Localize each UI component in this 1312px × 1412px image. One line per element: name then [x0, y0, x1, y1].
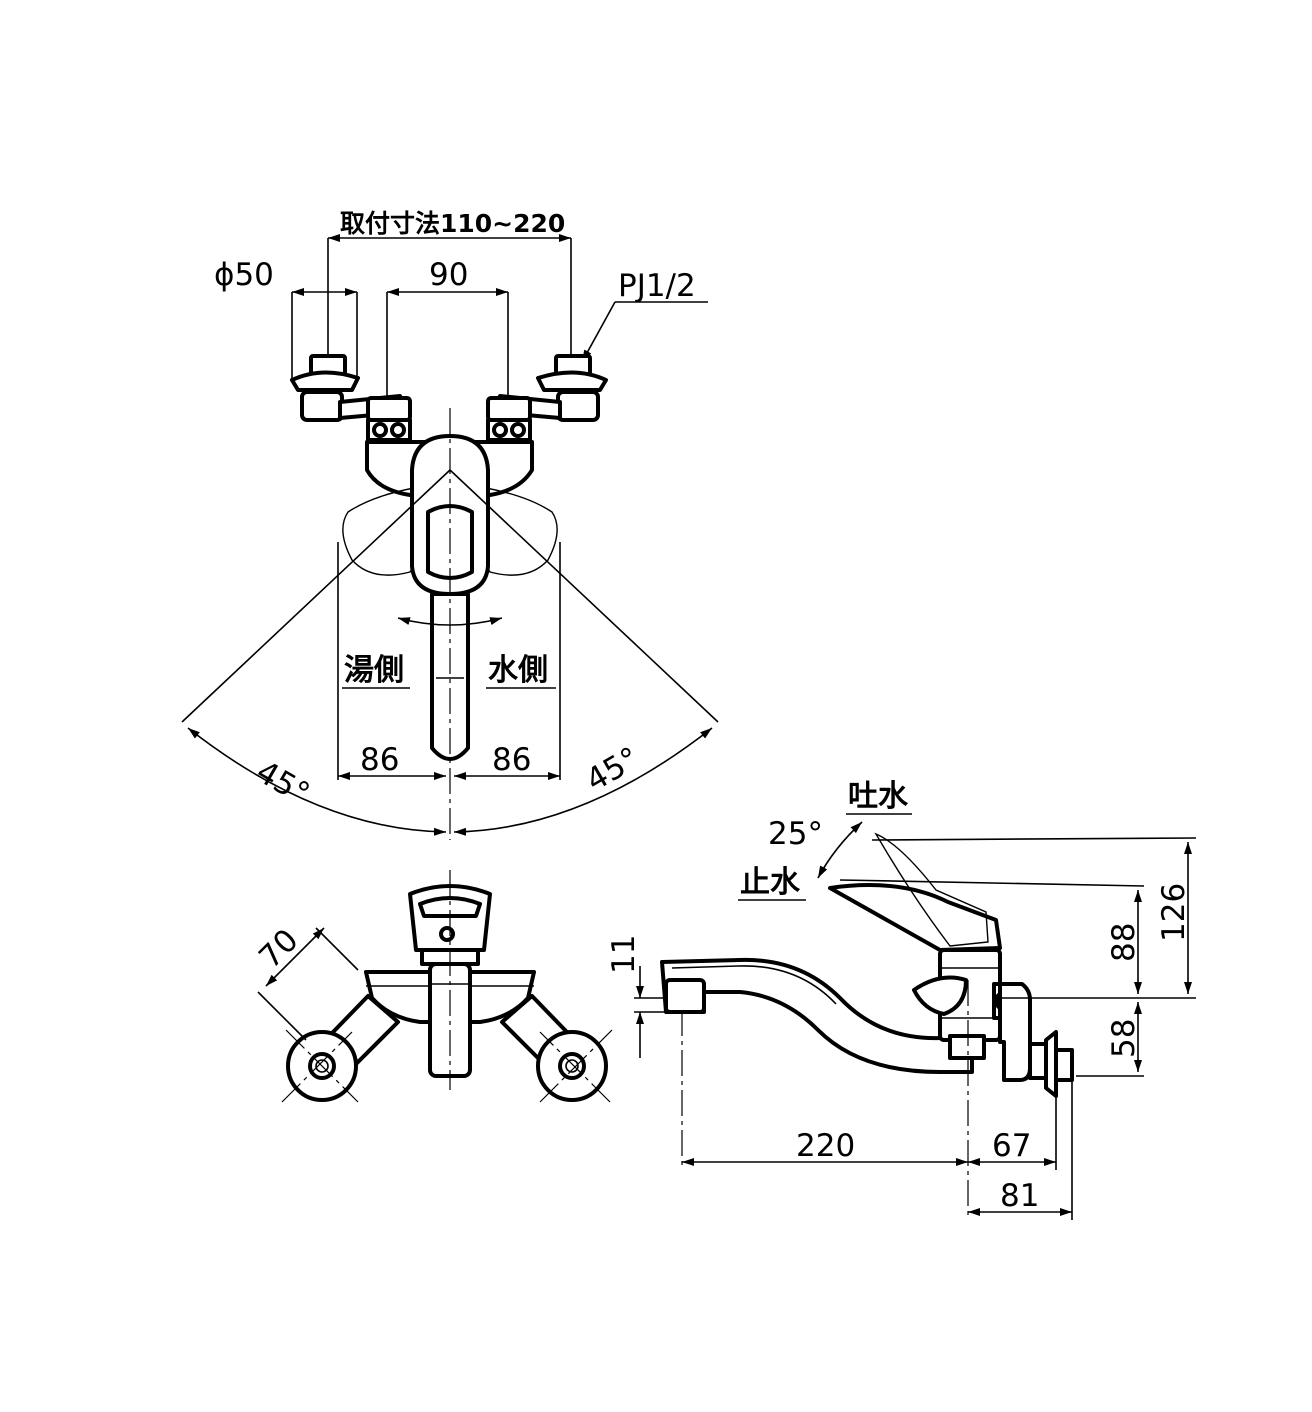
side-lever: [828, 883, 1002, 952]
mount-pitch-label: 取付寸法110~220: [340, 209, 565, 238]
front-view: 70: [252, 870, 613, 1103]
side-view: 25° 吐水 止水 126 88 58 11 220 67 81: [606, 779, 1197, 1220]
thread-label: PJ1/2: [618, 268, 696, 304]
cold-side-label: 水側: [488, 653, 548, 688]
lever-ghost-right: [469, 487, 558, 576]
leg-length-label: 70: [252, 922, 305, 975]
spout-reach-label: 220: [796, 1128, 855, 1164]
angle-right-label: 45°: [580, 740, 646, 799]
spout-tip-label: 11: [606, 935, 642, 974]
spout-out-label: 吐水: [848, 779, 909, 814]
diameter-label: ϕ50: [214, 257, 274, 293]
side-lever-ghost: [874, 832, 989, 947]
center-spacing-label: 90: [429, 257, 468, 293]
lever-ghost-left: [342, 487, 431, 576]
angle-left-label: 45°: [250, 754, 316, 813]
hot-side-label: 湯側: [344, 653, 404, 688]
height-88-label: 88: [1106, 923, 1142, 962]
body-depth-67-label: 67: [992, 1128, 1031, 1164]
spout-pipe: [660, 957, 974, 1074]
lever-angle-label: 25°: [768, 816, 823, 852]
left-wall-fitting: [290, 354, 412, 442]
spout-front: [428, 962, 472, 1078]
offset-left-label: 86: [360, 742, 399, 778]
offset-right-label: 86: [492, 742, 531, 778]
height-126-label: 126: [1156, 883, 1192, 942]
stop-water-label: 止水: [740, 865, 801, 900]
right-wall-fitting: [486, 354, 608, 442]
spout-tip: [664, 978, 706, 1014]
height-58-label: 58: [1106, 1019, 1142, 1058]
top-view: 取付寸法110~220 ϕ50 90 PJ1/2: [181, 209, 719, 840]
body-depth-81-label: 81: [1000, 1178, 1039, 1214]
